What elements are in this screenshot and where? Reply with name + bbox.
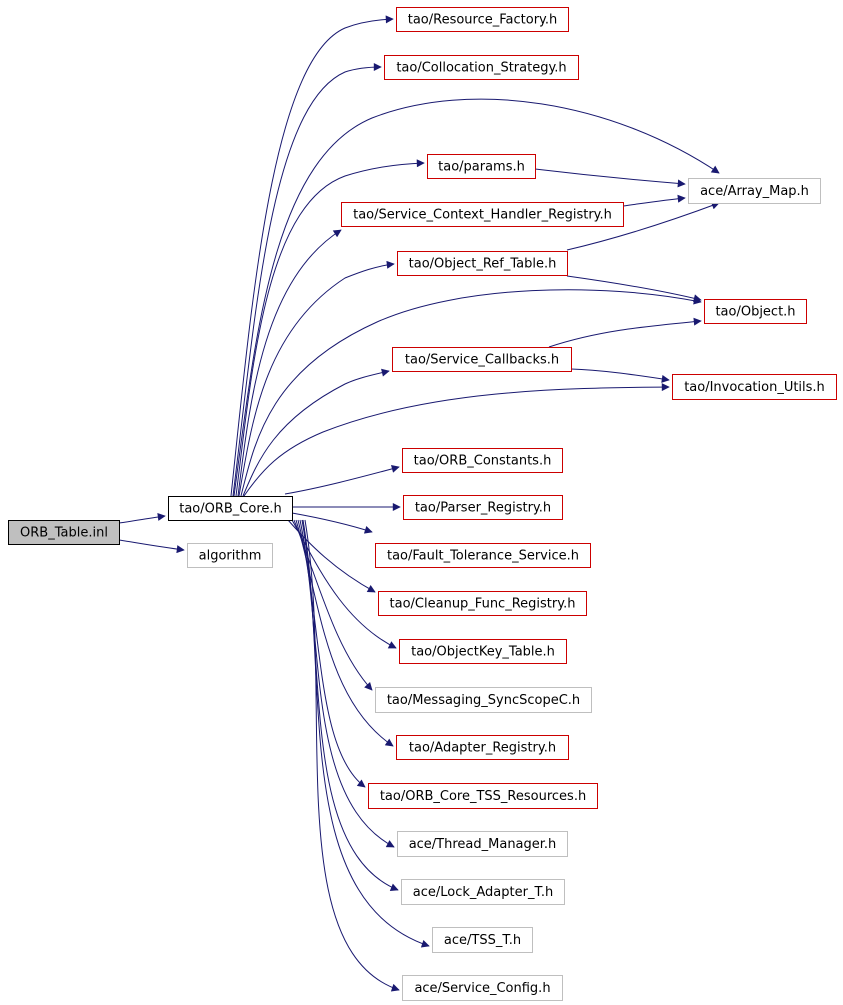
edge-orb-core-h-to-invocation-utils [243, 383, 670, 497]
edge-orb-core-h-to-thread-manager [299, 519, 395, 848]
node-box-adapter-registry [396, 735, 569, 760]
node-box-tss-t [432, 927, 533, 953]
node-cleanup-func-registry[interactable]: tao/Cleanup_Func_Registry.h [378, 591, 587, 616]
edge-params-to-array-map [534, 168, 686, 188]
node-label-algorithm: algorithm [199, 549, 262, 564]
node-box-parser-registry [403, 495, 563, 520]
node-collocation-strategy[interactable]: tao/Collocation_Strategy.h [384, 55, 579, 80]
node-box-object-h [704, 299, 807, 324]
edge-orb-core-h-to-params [235, 159, 425, 497]
node-box-objectkey-table [399, 639, 567, 664]
nodes-layer: ORB_Table.inl tao/ORB_Core.h algorithm tao/… [8, 7, 837, 1001]
node-label-resource-factory: tao/Resource_Factory.h [408, 13, 558, 28]
node-label-thread-manager: ace/Thread_Manager.h [409, 837, 557, 852]
edge-orb-table-inl-to-orb-core-h [118, 512, 166, 524]
node-thread-manager: ace/Thread_Manager.h [397, 831, 568, 857]
node-box-collocation-strategy [384, 55, 579, 80]
node-box-cleanup-func-registry [378, 591, 587, 616]
node-box-orb-constants [402, 448, 563, 473]
node-label-invocation-utils: tao/Invocation_Utils.h [684, 380, 825, 395]
node-box-algorithm [187, 543, 273, 568]
node-label-array-map: ace/Array_Map.h [700, 184, 809, 199]
node-orb-table-inl: ORB_Table.inl [8, 520, 120, 545]
node-orb-core-tss-resources[interactable]: tao/ORB_Core_TSS_Resources.h [368, 783, 598, 809]
node-label-cleanup-func-registry: tao/Cleanup_Func_Registry.h [390, 597, 576, 612]
node-algorithm: algorithm [187, 543, 273, 568]
node-label-service-context-handler-registry: tao/Service_Context_Handler_Registry.h [353, 208, 612, 223]
edges-layer [118, 15, 720, 992]
node-label-objectkey-table: tao/ObjectKey_Table.h [411, 645, 555, 660]
edge-orb-core-h-to-cleanup-func-registry [287, 519, 376, 593]
edge-service-callbacks-to-object-h [548, 317, 702, 348]
node-box-service-context-handler-registry [341, 202, 624, 227]
edge-orb-core-h-to-fault-tolerance-service [291, 512, 373, 534]
node-box-params [427, 154, 536, 179]
node-object-ref-table[interactable]: tao/Object_Ref_Table.h [397, 251, 568, 276]
edge-orb-core-h-to-orb-constants [284, 465, 400, 495]
node-label-orb-core-h: tao/ORB_Core.h [179, 502, 282, 517]
node-service-config: ace/Service_Config.h [402, 975, 563, 1001]
node-box-orb-table-inl [8, 520, 120, 545]
node-label-parser-registry: tao/Parser_Registry.h [415, 501, 551, 516]
node-objectkey-table[interactable]: tao/ObjectKey_Table.h [399, 639, 567, 664]
edge-orb-core-h-to-collocation-strategy [232, 63, 382, 497]
edge-orb-core-h-to-resource-factory [230, 15, 394, 497]
node-label-tss-t: ace/TSS_T.h [444, 933, 521, 948]
node-label-object-ref-table: tao/Object_Ref_Table.h [409, 257, 557, 272]
edge-service-callbacks-to-invocation-utils [570, 368, 670, 383]
node-orb-core-h[interactable]: tao/ORB_Core.h [168, 496, 293, 521]
edge-orb-core-h-to-service-context-handler-registry [237, 229, 342, 497]
node-label-orb-table-inl: ORB_Table.inl [20, 526, 108, 541]
node-messaging-syncscopec: tao/Messaging_SyncScopeC.h [375, 687, 592, 713]
node-label-orb-core-tss-resources: tao/ORB_Core_TSS_Resources.h [380, 789, 586, 804]
node-params[interactable]: tao/params.h [427, 154, 536, 179]
node-label-lock-adapter-t: ace/Lock_Adapter_T.h [413, 885, 553, 900]
node-array-map: ace/Array_Map.h [688, 178, 821, 204]
node-box-messaging-syncscopec [375, 687, 592, 713]
edge-orb-core-h-to-service-config [304, 519, 400, 992]
node-box-service-config [402, 975, 563, 1001]
node-resource-factory[interactable]: tao/Resource_Factory.h [396, 7, 569, 32]
node-label-messaging-syncscopec: tao/Messaging_SyncScopeC.h [387, 693, 580, 708]
edge-object-ref-table-to-object-h [566, 275, 702, 303]
node-box-invocation-utils [672, 374, 837, 400]
node-label-object-h: tao/Object.h [715, 305, 795, 320]
node-box-orb-core-h [168, 496, 293, 521]
node-box-fault-tolerance-service [375, 543, 591, 568]
node-label-collocation-strategy: tao/Collocation_Strategy.h [396, 61, 566, 76]
node-box-lock-adapter-t [401, 879, 565, 905]
node-parser-registry[interactable]: tao/Parser_Registry.h [403, 495, 563, 520]
node-label-params: tao/params.h [438, 160, 525, 175]
edge-orb-core-h-to-service-callbacks [242, 368, 390, 497]
node-box-resource-factory [396, 7, 569, 32]
node-tss-t: ace/TSS_T.h [432, 927, 533, 953]
node-box-array-map [688, 178, 821, 204]
edge-object-ref-table-to-array-map [566, 201, 720, 251]
edge-orb-core-h-to-object-h [240, 289, 702, 497]
node-label-service-config: ace/Service_Config.h [414, 981, 550, 996]
node-service-context-handler-registry[interactable]: tao/Service_Context_Handler_Registry.h [341, 202, 624, 227]
node-label-service-callbacks: tao/Service_Callbacks.h [405, 353, 559, 368]
node-box-orb-core-tss-resources [368, 783, 598, 809]
edge-orb-core-h-to-tss-t [302, 519, 430, 948]
node-label-adapter-registry: tao/Adapter_Registry.h [409, 741, 556, 756]
node-fault-tolerance-service[interactable]: tao/Fault_Tolerance_Service.h [375, 543, 591, 568]
node-box-object-ref-table [397, 251, 568, 276]
node-box-service-callbacks [392, 347, 572, 372]
node-service-callbacks[interactable]: tao/Service_Callbacks.h [392, 347, 572, 372]
node-box-thread-manager [397, 831, 568, 857]
node-orb-constants[interactable]: tao/ORB_Constants.h [402, 448, 563, 473]
edge-orb-core-h-to-array-map [233, 98, 720, 497]
node-lock-adapter-t: ace/Lock_Adapter_T.h [401, 879, 565, 905]
node-label-orb-constants: tao/ORB_Constants.h [414, 454, 552, 469]
node-object-h[interactable]: tao/Object.h [704, 299, 807, 324]
node-label-fault-tolerance-service: tao/Fault_Tolerance_Service.h [387, 549, 579, 564]
edge-orb-table-inl-to-algorithm [118, 539, 185, 554]
node-invocation-utils[interactable]: tao/Invocation_Utils.h [672, 374, 837, 400]
node-adapter-registry[interactable]: tao/Adapter_Registry.h [396, 735, 569, 760]
edge-orb-core-h-to-object-ref-table [238, 260, 395, 497]
edge-service-context-handler-registry-to-array-map [622, 194, 686, 207]
